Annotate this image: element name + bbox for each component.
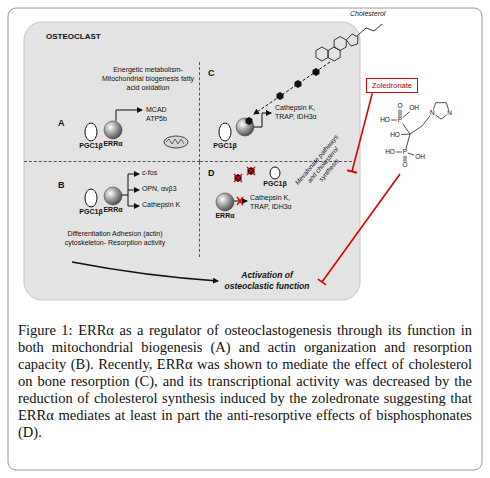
transcription-arrow <box>121 174 128 206</box>
cholesterol-symbol <box>313 68 320 76</box>
panel-region: B Differentiation Adhesion (actin) cytosk… <box>24 162 200 257</box>
protein-label: PGC1β <box>79 208 102 216</box>
receptor-sphere <box>236 118 254 136</box>
zoledronate-structure <box>385 103 450 165</box>
cholesterol-symbol <box>246 117 253 125</box>
receptor-sphere: ERRα <box>102 186 124 215</box>
oval-outline <box>84 122 98 142</box>
atom-symbol: N <box>429 110 436 117</box>
atom-symbol: HO <box>389 132 401 139</box>
target-gene: ATP5b <box>146 115 167 124</box>
figure-caption: Figure 1: ERRα as a regulator of osteocl… <box>18 322 472 441</box>
block-cross <box>237 197 243 205</box>
atom-symbol: O <box>396 103 403 110</box>
transcription-arrow <box>128 190 139 191</box>
target-gene: Cathepsin K, TRAP, IDH3α <box>250 194 296 212</box>
outcome-note: Activation of osteoclastic function <box>222 270 312 291</box>
activation-arrow <box>72 262 218 281</box>
molecule-name: Cholesterol <box>350 10 385 19</box>
mitochondrion-icon <box>164 136 188 148</box>
inhibition-line <box>318 174 400 285</box>
panel-letter: A <box>58 118 65 129</box>
atom-symbol: P <box>397 117 403 124</box>
atom-symbol: HO <box>379 117 391 124</box>
target-gene: MCAD <box>146 106 167 115</box>
sphere-outline <box>103 186 123 206</box>
atom-symbol: OH <box>414 154 426 161</box>
block-cross <box>234 167 255 182</box>
cholesterol-symbol <box>295 80 302 88</box>
panel-letter: B <box>58 180 65 191</box>
target-gene: Cathepsin K, TRAP, IDH3α <box>275 104 325 122</box>
figure-frame <box>8 8 482 470</box>
inhibition-line <box>352 93 372 171</box>
coactivator-oval: PGC1β <box>78 122 104 151</box>
transcription-arrow <box>128 206 139 207</box>
panel-letter: D <box>208 168 215 179</box>
transcription-arrow <box>254 113 271 127</box>
atom-symbol: O <box>401 162 408 169</box>
protein-label: PGC1β <box>213 142 236 150</box>
panel-region: A Energetic metabolism- Mitochondrial bio… <box>24 62 200 162</box>
panel-heading: Differentiation Adhesion (actin) cytoske… <box>60 230 170 248</box>
protein-label: PGC1β <box>263 180 286 188</box>
receptor-sphere: ERRα <box>214 192 236 221</box>
sphere-outline <box>215 192 235 212</box>
sphere-outline <box>103 120 123 140</box>
target-gene: c-fos <box>142 169 157 178</box>
drug-box: Zoledronate <box>366 78 418 93</box>
atom-symbol: N <box>446 110 453 117</box>
protein-label: ERRα <box>215 212 234 220</box>
receptor-sphere: ERRα <box>102 120 124 149</box>
cell-body <box>24 22 360 300</box>
drug-name: Zoledronate <box>372 81 412 90</box>
coactivator-oval: PGC1β <box>212 122 238 151</box>
target-gene: Cathepsin K <box>142 201 180 210</box>
protein-label: PGC1β <box>79 142 102 150</box>
panel-letter: C <box>208 68 215 79</box>
cholesterol-molecule <box>316 24 382 61</box>
target-gene: OPN, αvβ3 <box>142 185 177 194</box>
oval-outline <box>218 122 232 142</box>
protein-label: ERRα <box>103 206 122 214</box>
transcription-arrow <box>116 110 142 121</box>
cholesterol-symbol <box>277 92 284 100</box>
oval-outline <box>84 188 98 208</box>
coactivator-oval: PGC1β <box>78 188 104 217</box>
protein-label: ERRα <box>103 140 122 148</box>
transcription-arrow <box>128 174 139 175</box>
oval-outline <box>269 166 281 180</box>
coactivator-oval: PGC1β <box>262 166 288 189</box>
cell-title: OSTEOCLAST <box>46 32 101 42</box>
atom-symbol: OH <box>408 105 420 112</box>
atom-symbol: HO <box>384 149 396 156</box>
panel-heading: Energetic metabolism- Mitochondrial biog… <box>100 66 196 92</box>
atom-symbol: P <box>402 149 408 156</box>
